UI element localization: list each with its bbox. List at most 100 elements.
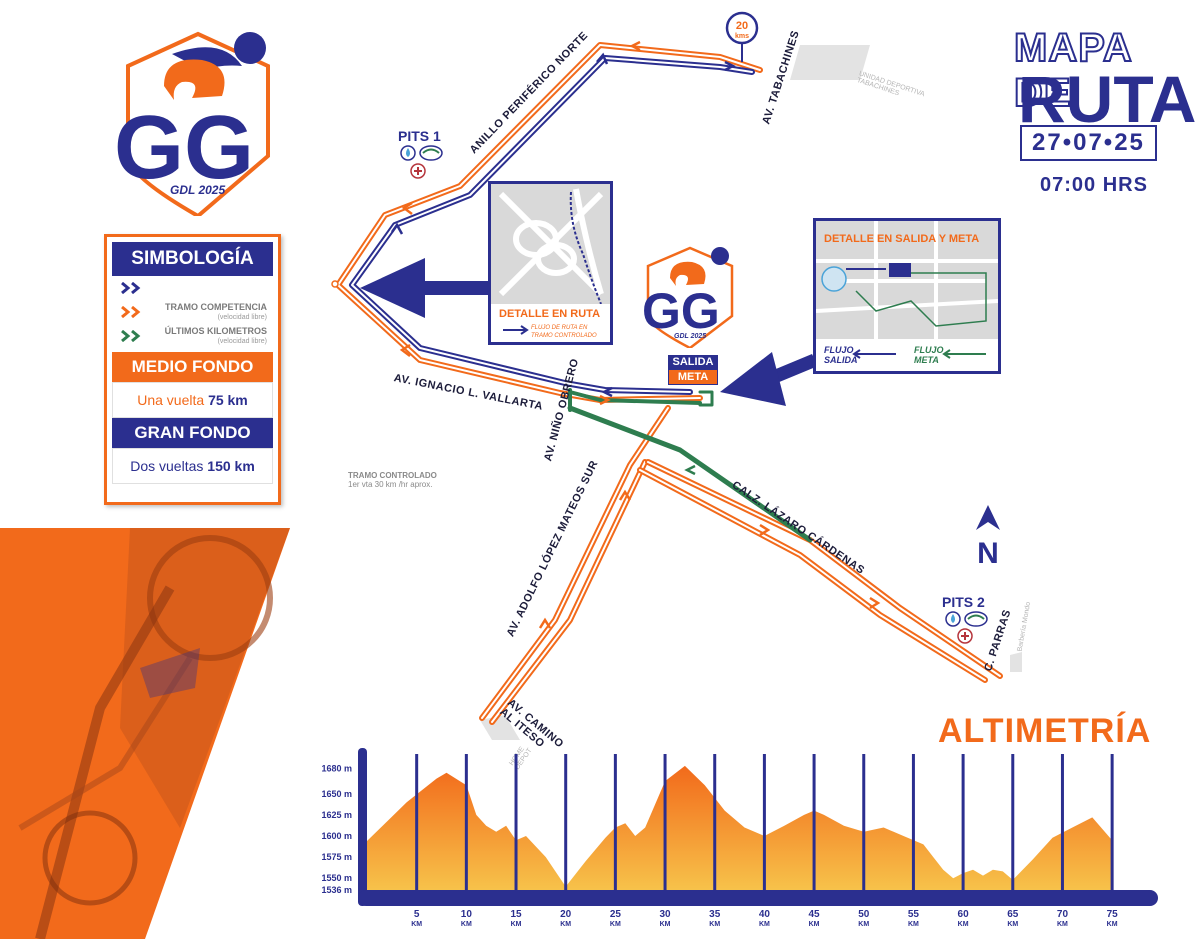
unidad-deportiva-block [790,45,870,80]
y-tick-label: 1575 m [321,852,352,862]
x-tick-label: 75 [1107,909,1119,920]
x-tick-label: 30 [659,909,671,920]
pits2-icons [945,611,988,644]
inset-detalle-salida: DETALLE EN SALIDA Y META FLUJO SALIDA FL… [813,218,1001,374]
x-tick-label: 20 [560,909,572,920]
x-tick-unit: KM [858,921,869,928]
tramo-controlado-title: TRAMO CONTROLADO [348,471,437,480]
legend-arrow-orange-icon [121,306,141,318]
inset-ruta-map [491,184,610,342]
gran-fondo-text: Dos vueltas [130,458,204,474]
inset-detalle-ruta: DETALLE EN RUTA FLUJO DE RUTA EN TRAMO C… [488,181,613,345]
legend-ultimos-label: ÚLTIMOS KILOMETROS [164,326,267,336]
legend-panel: SIMBOLOGÍA TRAMO COMPETENCIA(velocidad l… [104,234,281,505]
x-tick-label: 15 [510,909,522,920]
salida-meta-badge: SALIDA META [668,355,718,385]
title-line1: MAPA DE [1013,25,1132,116]
medio-fondo-km: 75 km [208,392,248,408]
x-tick-label: 35 [709,909,721,920]
gran-fondo-value: Dos vueltas 150 km [112,448,273,484]
x-tick-label: 5 [414,909,420,920]
north-arrow-icon [976,505,1000,530]
medio-fondo-heading: MEDIO FONDO [112,352,273,382]
x-tick-unit: KM [411,921,422,928]
y-tick-label: 1650 m [321,789,352,799]
x-tick-label: 55 [908,909,920,920]
pits1-icons [400,145,443,179]
legend-arrow-navy-icon [121,282,141,294]
cyclist-photo-panel [0,528,290,939]
legend-row-ultimos: ÚLTIMOS KILOMETROS (velocidad libre) [112,324,273,348]
y-tick-label: 1680 m [321,763,352,773]
tramo-controlado-sub: 1er vta 30 km /hr aprox. [348,480,433,489]
x-tick-unit: KM [1007,921,1018,928]
legend-competencia-label: TRAMO COMPETENCIA [165,302,267,312]
altimetria-title: ALTIMETRÍA [938,712,1152,750]
medio-fondo-value: Una vuelta 75 km [112,382,273,418]
inset-ruta-caption: FLUJO DE RUTA EN TRAMO CONTROLADO [531,325,597,339]
logo-sub: GDL 2025 [170,183,225,197]
legend-ultimos-sub: (velocidad libre) [217,338,267,345]
legend-title: SIMBOLOGÍA [112,242,273,276]
x-tick-unit: KM [610,921,621,928]
legend-row-controlado [112,276,273,300]
x-tick-unit: KM [660,921,671,928]
x-tick-unit: KM [709,921,720,928]
x-tick-label: 65 [1007,909,1019,920]
marker-20-unit: kms [735,33,749,40]
salida-label: SALIDA [668,355,718,369]
elevation-area [367,765,1113,890]
x-tick-unit: KM [461,921,472,928]
detail-pointer-arrow-left [360,258,490,318]
x-tick-unit: KM [908,921,919,928]
route-map: 20 kms N [331,11,1022,740]
x-tick-label: 70 [1057,909,1069,920]
flow-meta-label: FLUJO META [914,345,944,365]
inset-salida-map [816,221,998,371]
x-tick-label: 25 [610,909,622,920]
altimetria-y-axis [358,748,367,906]
x-tick-label: 50 [858,909,870,920]
north-label: N [977,537,999,570]
y-tick-label: 1550 m [321,873,352,883]
start-time: 07:00 HRS [1040,174,1148,196]
flow-salida-label: FLUJO SALIDA [824,345,858,365]
altimetria-chart: 5KM10KM15KM20KM25KM30KM35KM40KM45KM50KM5… [321,748,1158,928]
logo-letters: GG [114,98,254,198]
marker-20km [725,11,759,62]
x-tick-label: 40 [759,909,771,920]
page-title: RUTA [1018,62,1197,136]
x-tick-unit: KM [1107,921,1118,928]
detail-pointer-arrow-salida [720,352,818,406]
tramo-controlado-note: TRAMO CONTROLADO 1er vta 30 km /hr aprox… [348,471,437,489]
logo-small-sub: GDL 2025 [674,333,706,340]
gran-fondo-heading: GRAN FONDO [112,418,273,448]
x-tick-label: 45 [809,909,821,920]
pits1-label: PITS 1 [398,128,441,144]
gg-logo-small: GG GDL 2025 [642,246,734,348]
y-tick-label: 1625 m [321,810,352,820]
parras-block [1010,652,1022,672]
altimetria-x-axis [358,890,1158,906]
date-box: 27•07•25 [1020,125,1157,161]
x-tick-label: 60 [958,909,970,920]
legend-row-competencia: TRAMO COMPETENCIA(velocidad libre) [112,300,273,324]
medio-fondo-text: Una vuelta [137,392,205,408]
x-tick-unit: KM [958,921,969,928]
x-tick-unit: KM [759,921,770,928]
x-tick-label: 10 [461,909,473,920]
direction-chevrons [390,40,881,629]
y-tick-label: 1600 m [321,831,352,841]
gg-logo: GG GDL 2025 [114,31,270,216]
x-tick-unit: KM [1057,921,1068,928]
x-tick-unit: KM [560,921,571,928]
y-tick-label: 1536 m [321,885,352,895]
pits2-label: PITS 2 [942,594,985,610]
logo-small-letters: GG [642,283,720,339]
legend-arrow-green-icon [121,330,141,342]
x-tick-unit: KM [809,921,820,928]
inset-salida-title: DETALLE EN SALIDA Y META [824,233,980,245]
marker-20-number: 20 [736,20,748,32]
gran-fondo-km: 150 km [207,458,255,474]
inset-ruta-title: DETALLE EN RUTA [499,308,601,320]
